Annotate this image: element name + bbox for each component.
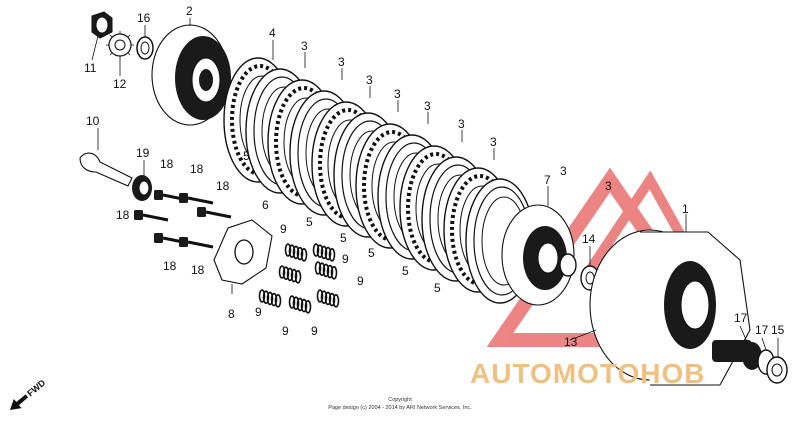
callout-5: 5 (402, 264, 409, 278)
needle-bearing-part (742, 342, 788, 384)
callout-18: 18 (216, 179, 230, 193)
callout-17: 17 (734, 311, 748, 325)
callout-3: 3 (366, 73, 373, 87)
callout-3: 3 (338, 55, 345, 69)
callout-11: 11 (84, 61, 97, 75)
callout-16: 16 (137, 11, 151, 25)
fwd-arrow: FWD (10, 377, 48, 410)
lifter-plate-part (213, 219, 273, 285)
callout-9: 9 (357, 274, 364, 288)
callout-3: 3 (605, 179, 612, 193)
callout-18: 18 (190, 162, 204, 176)
nut-part (91, 11, 113, 39)
clutch-disc-stack (223, 57, 535, 304)
spring-part (284, 243, 308, 262)
callout-2: 2 (186, 4, 193, 18)
callout-9: 9 (342, 252, 349, 266)
lifter-rod-part (79, 152, 133, 187)
callout-3: 3 (560, 164, 567, 178)
callout-4: 4 (269, 26, 276, 40)
callout-3: 3 (301, 39, 308, 53)
bearing-part (132, 175, 152, 201)
callout-8: 8 (228, 307, 235, 321)
callout-5: 5 (434, 281, 441, 295)
callout-9: 9 (311, 324, 318, 338)
callout-3: 3 (424, 99, 431, 113)
callout-13: 13 (564, 335, 578, 349)
leader-lines (91, 18, 779, 358)
spring-part (258, 289, 282, 308)
callout-18: 18 (160, 157, 174, 171)
callout-3: 3 (394, 87, 401, 101)
fwd-label: FWD (25, 377, 48, 398)
callout-9: 9 (280, 222, 287, 236)
bolt-part (179, 237, 214, 249)
spring-part (288, 295, 312, 314)
callout-19: 19 (136, 146, 150, 160)
lock-washer-part (106, 31, 134, 59)
callout-7: 7 (544, 173, 551, 187)
callout-17: 17 (755, 323, 769, 337)
callout-3: 3 (490, 135, 497, 149)
clutch-outer-part (589, 229, 752, 386)
callout-18: 18 (191, 263, 205, 277)
copyright-line: Page design (c) 2004 - 2014 by ARI Netwo… (328, 405, 472, 411)
spring-part (312, 243, 336, 262)
bolt-part (179, 193, 214, 205)
callout-18: 18 (163, 259, 177, 273)
callout-1: 1 (682, 202, 689, 216)
pressure-plate-part (501, 204, 575, 306)
callout-9: 9 (255, 305, 262, 319)
callout-labels: 11 12 16 2 4 3 3 3 3 3 3 3 3 3 10 19 18 … (84, 4, 785, 349)
callout-15: 15 (771, 323, 785, 337)
callout-10: 10 (86, 114, 100, 128)
bolt-part (134, 210, 169, 222)
callout-9: 9 (282, 324, 289, 338)
callout-6: 6 (262, 198, 269, 212)
clutch-spring-group (258, 243, 340, 314)
bolt-part (197, 207, 232, 219)
callout-5: 5 (243, 149, 250, 163)
bolt-group (134, 190, 232, 249)
watermark-text: AUTOMOTOHOB (470, 358, 706, 389)
callout-18: 18 (116, 208, 130, 222)
spring-part (278, 265, 302, 284)
callout-5: 5 (306, 215, 313, 229)
washer-part (136, 36, 154, 60)
callout-12: 12 (113, 77, 127, 91)
callout-14: 14 (582, 232, 596, 246)
callout-5: 5 (368, 246, 375, 260)
spring-part (314, 261, 338, 280)
copyright-heading: Copyright (388, 397, 412, 403)
callout-5: 5 (340, 231, 347, 245)
spring-part (316, 289, 340, 308)
arrow-icon (10, 394, 29, 410)
clutch-center-part (151, 24, 231, 126)
callout-3: 3 (458, 117, 465, 131)
